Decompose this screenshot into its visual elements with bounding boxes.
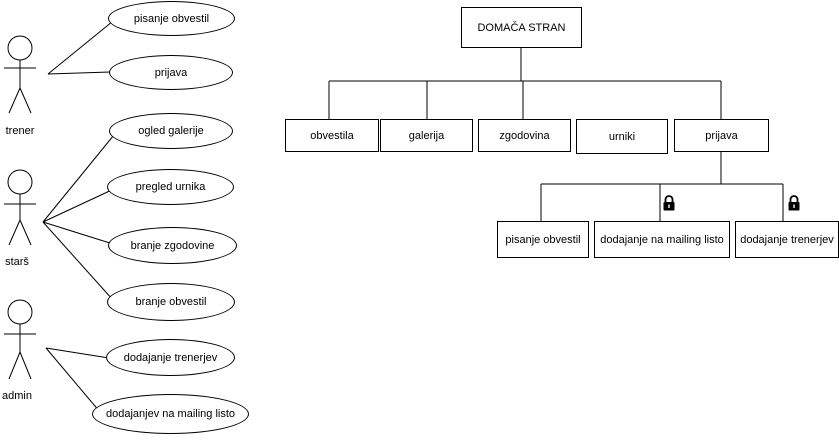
actor-trener-figure — [4, 35, 36, 114]
assoc-stars-galerija — [42, 129, 119, 223]
actor-label-admin: admin — [2, 390, 32, 402]
sitemap-page-zgodovina: zgodovina — [478, 119, 571, 152]
usecase-branje-obvestil: branje obvestil — [107, 283, 235, 321]
assoc-admin-mailing — [45, 347, 101, 413]
actor-label-stars: starš — [5, 256, 29, 268]
assoc-stars-obvestila — [42, 221, 114, 301]
usecase-pisanje-obvestil: pisanje obvestil — [108, 1, 235, 36]
assoc-trener-prijava — [47, 71, 111, 75]
sitemap-sub-dodajanje-trenerjev: dodajanje trenerjev — [735, 221, 839, 258]
sitemap-page-prijava: prijava — [674, 119, 769, 152]
assoc-admin-trenerji — [45, 347, 110, 359]
lock-icon — [663, 195, 675, 211]
sitemap-page-urniki: urniki — [576, 119, 668, 154]
usecase-prijava: prijava — [109, 55, 233, 90]
usecase-dodajanje-mailing: dodajanjev na mailing listo — [92, 394, 249, 434]
actor-stars-figure — [4, 169, 36, 246]
lock-icon — [788, 195, 800, 211]
usecase-dodajanje-trenerjev: dodajanje trenerjev — [106, 339, 235, 376]
actor-admin-figure — [4, 299, 36, 380]
assoc-trener-pisanje — [47, 16, 119, 75]
actor-label-trener: trener — [5, 125, 35, 137]
sitemap-sub-pisanje-obvestil: pisanje obvestil — [497, 221, 589, 258]
sitemap-page-obvestila: obvestila — [285, 119, 379, 152]
sitemap-root-box: DOMAČA STRAN — [461, 7, 582, 48]
assoc-stars-urnik — [42, 187, 117, 223]
usecase-ogled-galerije: ogled galerije — [109, 113, 233, 149]
usecase-branje-zgodovine: branje zgodovine — [108, 227, 237, 264]
assoc-stars-zgodovina — [42, 221, 114, 245]
sitemap-page-galerija: galerija — [380, 119, 473, 152]
sitemap-sub-mailing-lista: dodajanje na mailing listo — [594, 221, 730, 258]
usecase-pregled-urnika: pregled urnika — [107, 169, 234, 205]
